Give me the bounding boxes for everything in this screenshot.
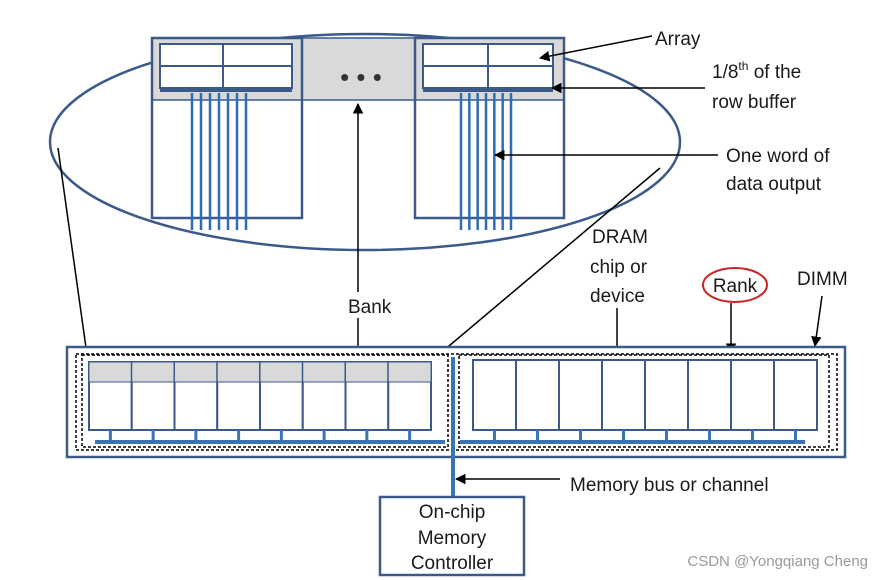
zoom-line-right <box>429 167 661 363</box>
dram-chip <box>344 361 390 431</box>
bus-stub <box>108 430 112 441</box>
dram-chip <box>515 359 560 431</box>
chip-bank-row <box>387 361 432 383</box>
controller-line3: Controller <box>411 553 494 574</box>
bus-stub <box>708 430 711 441</box>
bus-stub <box>493 430 496 441</box>
dram-chip <box>216 361 261 431</box>
dram-chip <box>601 359 646 431</box>
dram-chip <box>387 361 432 431</box>
chip-bank-row <box>216 361 261 383</box>
bus-stub <box>279 430 283 441</box>
label-dram-line3: device <box>590 286 645 307</box>
ellipsis-dots: • • • <box>340 62 382 92</box>
dram-chip <box>173 361 219 431</box>
rank0-dashed <box>81 354 449 448</box>
bus-stub <box>536 430 539 441</box>
dram-chip <box>644 359 689 431</box>
label-memory-bus: Memory bus or channel <box>570 475 769 496</box>
bus-stub <box>322 430 326 441</box>
watermark: CSDN @Yongqiang Cheng <box>687 553 868 570</box>
bus-stubs <box>108 430 797 441</box>
rank0-chips <box>88 361 432 431</box>
bank-label-bg <box>344 292 400 318</box>
label-row-buffer-line2: row buffer <box>712 92 797 113</box>
arrow-array <box>538 35 653 62</box>
zoomed-chip-right <box>413 36 566 230</box>
dram-chip <box>730 359 775 431</box>
chip-bank-row <box>302 361 346 383</box>
arrow-dimm <box>811 295 823 348</box>
label-dram-line2: chip or <box>590 257 648 278</box>
label-dimm: DIMM <box>797 269 848 290</box>
dram-chip <box>472 359 517 431</box>
controller-line1: On-chip <box>419 502 486 523</box>
memory-controller-box <box>378 495 526 577</box>
rank-circle <box>702 267 768 303</box>
bus-stub <box>151 430 155 441</box>
controller-line2: Memory <box>418 528 487 549</box>
label-bank: Bank <box>348 297 392 318</box>
label-array: Array <box>655 29 701 50</box>
bus-line-right <box>460 440 805 444</box>
zoom-line-left <box>57 147 89 363</box>
chip-bank-row <box>88 361 133 383</box>
chip-bank-row <box>345 361 389 383</box>
label-rank: Rank <box>713 276 758 297</box>
dram-chip <box>130 361 176 431</box>
bus-stub <box>622 430 625 441</box>
chip-bank-row <box>174 361 218 383</box>
rank1-dashed <box>458 354 830 448</box>
bus-stub <box>665 430 668 441</box>
dram-chip <box>687 359 732 431</box>
bus-stub <box>194 430 198 441</box>
label-row-buffer-line1: 1/8th of the <box>712 59 801 83</box>
bus-line-left <box>95 440 445 444</box>
label-one-word-line2: data output <box>726 174 822 195</box>
zoomed-chip-left <box>150 36 304 230</box>
zoom-ellipse <box>48 32 682 252</box>
bus-stub <box>794 430 797 441</box>
chip-bank-row <box>131 361 175 383</box>
dram-chip <box>88 361 133 431</box>
rank1-chips <box>472 359 818 431</box>
chip-bank-row <box>259 361 304 383</box>
bus-stub <box>365 430 369 441</box>
bus-stub <box>408 430 412 441</box>
memory-channel <box>451 357 455 497</box>
bus-stub <box>751 430 754 441</box>
label-one-word-line1: One word of <box>726 146 830 167</box>
dram-chip <box>558 359 603 431</box>
dimm-dashed-inner <box>75 353 838 451</box>
dram-chip <box>259 361 304 431</box>
dram-chip <box>773 359 818 431</box>
data-output-wires-right <box>459 93 513 230</box>
label-dram-line1: DRAM <box>592 227 648 248</box>
bus-stub <box>579 430 582 441</box>
bus-stub <box>237 430 241 441</box>
dram-chip <box>301 361 347 431</box>
data-output-wires-left <box>190 93 248 230</box>
